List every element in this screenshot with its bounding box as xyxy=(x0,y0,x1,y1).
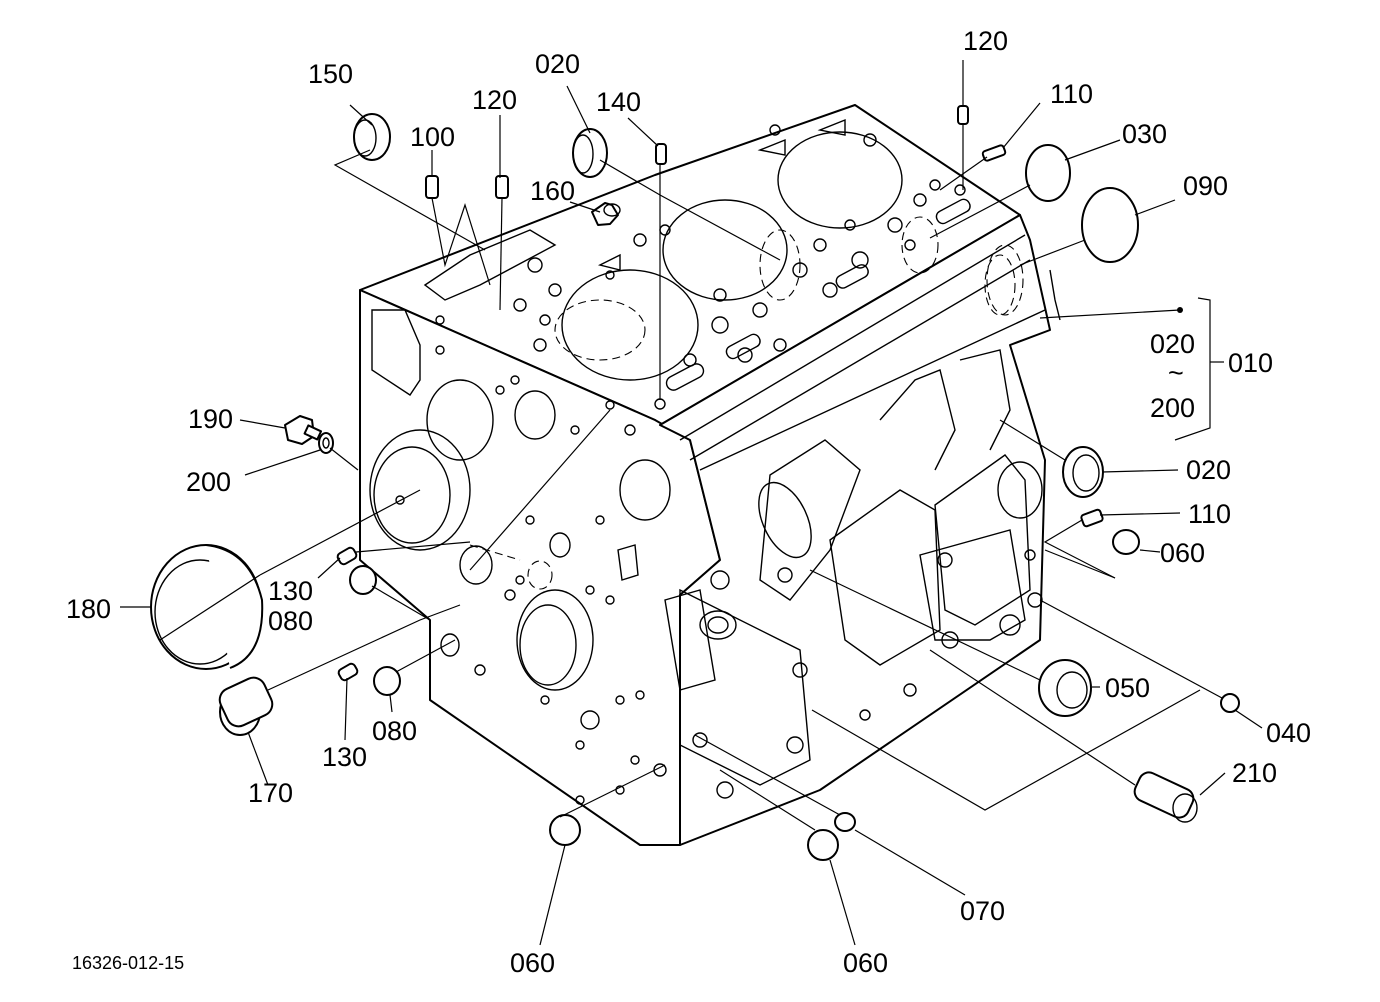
callout-160: 160 xyxy=(530,176,575,206)
callout-150: 150 xyxy=(308,59,353,89)
callout-130-upper: 130 xyxy=(268,576,313,606)
callout-120-right: 120 xyxy=(963,26,1008,56)
range-tilde: ~ xyxy=(1168,358,1184,388)
callout-120-left: 120 xyxy=(472,85,517,115)
callout-030: 030 xyxy=(1122,119,1167,149)
callout-190: 190 xyxy=(188,404,233,434)
callout-060-right: 060 xyxy=(1160,538,1205,568)
callout-020-right: 020 xyxy=(1186,455,1231,485)
callout-110-right: 110 xyxy=(1188,499,1231,529)
callout-140: 140 xyxy=(596,87,641,117)
callout-180: 180 xyxy=(66,594,111,624)
callout-200: 200 xyxy=(186,467,231,497)
callout-130-lower: 130 xyxy=(322,742,367,772)
callout-070: 070 xyxy=(960,896,1005,926)
callout-040: 040 xyxy=(1266,718,1311,748)
callout-060-bottom-right: 060 xyxy=(843,948,888,978)
range-from-label: 020 xyxy=(1150,329,1195,359)
callout-100: 100 xyxy=(410,122,455,152)
crankcase-block xyxy=(359,104,1061,846)
callout-080-upper: 080 xyxy=(268,606,313,636)
callout-060-bottom-left: 060 xyxy=(510,948,555,978)
callout-080-lower: 080 xyxy=(372,716,417,746)
callout-110-top: 110 xyxy=(1050,79,1093,109)
deck-holes xyxy=(513,124,966,410)
callout-010: 010 xyxy=(1228,348,1273,378)
callout-020-top: 020 xyxy=(535,49,580,79)
drawing-reference-code: 16326-012-15 xyxy=(72,953,184,973)
front-face-holes xyxy=(395,315,667,805)
callout-170: 170 xyxy=(248,778,293,808)
range-to-label: 200 xyxy=(1150,393,1195,423)
loose-parts xyxy=(150,105,1240,861)
leader-lines xyxy=(120,60,1263,946)
callout-210: 210 xyxy=(1232,758,1277,788)
callout-labels: 150 100 120 020 140 160 120 110 030 090 … xyxy=(66,26,1311,978)
callout-050: 050 xyxy=(1105,673,1150,703)
callout-090: 090 xyxy=(1183,171,1228,201)
